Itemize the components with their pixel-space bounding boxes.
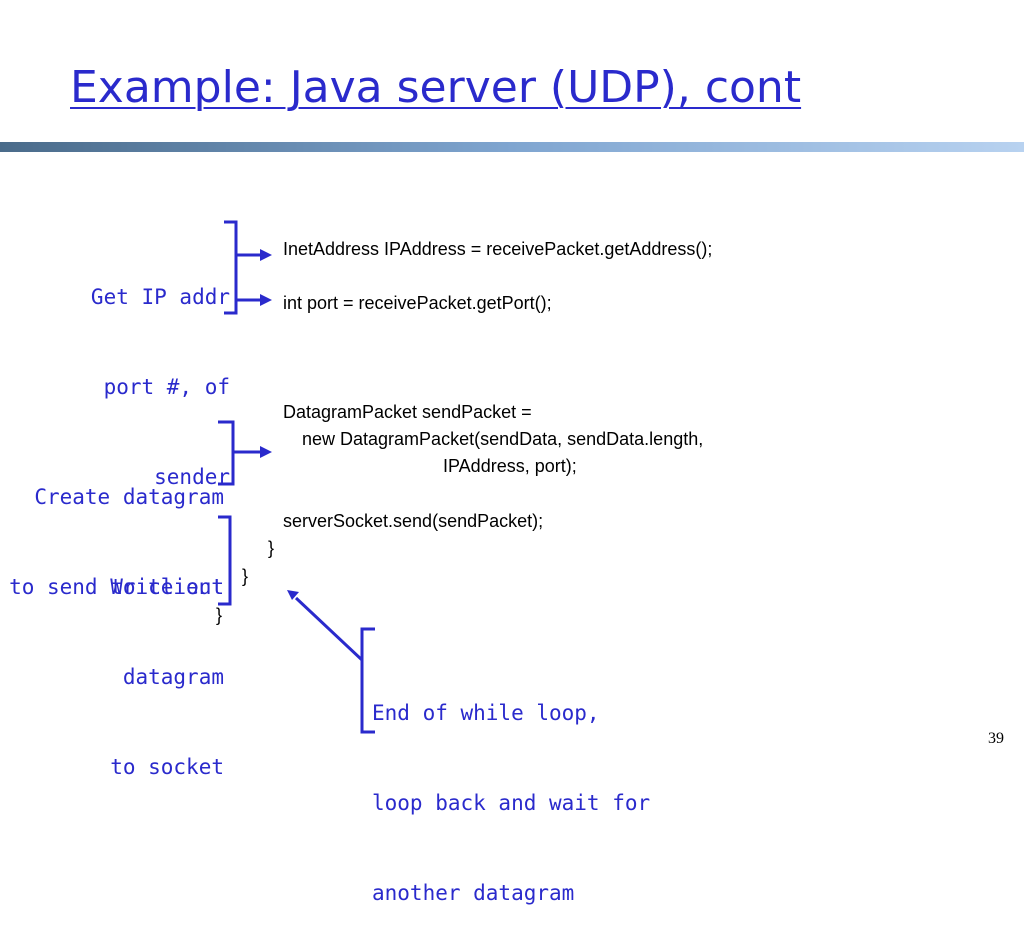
annotation-line: port #, of [103, 375, 230, 399]
arrow-end-loop-head [287, 590, 299, 600]
code-line-get-address: InetAddress IPAddress = receivePacket.ge… [283, 239, 713, 259]
code-line-send-packet-decl: DatagramPacket sendPacket = [283, 402, 532, 422]
annotation-line: Write out [110, 575, 224, 599]
code-closing-brace: } [216, 605, 223, 625]
annotation-create-datagram: Create datagram to send to client [9, 422, 224, 632]
annotation-line: datagram [122, 665, 224, 689]
arrow-end-loop-shaft [294, 596, 364, 662]
page-number: 39 [988, 730, 1004, 747]
annotation-line: to socket [110, 755, 224, 779]
annotation-line: to send to client [9, 575, 224, 599]
annotation-end-loop: End of while loop, loop back and wait fo… [372, 638, 650, 938]
code-line-new-datagram: new DatagramPacket(sendData, sendData.le… [302, 429, 704, 449]
annotation-write-out: Write out datagram to socket [110, 512, 224, 812]
annotation-line: Get IP addr [90, 285, 230, 309]
annotation-graphics [218, 220, 375, 734]
annotation-line: loop back and wait for [372, 791, 651, 815]
annotation-line: another datagram [372, 881, 575, 905]
code-line-socket-send: serverSocket.send(sendPacket); [283, 511, 544, 531]
end-loop-bracket [360, 627, 375, 734]
arrow-port-head [260, 294, 272, 306]
code-line-datagram-args: IPAddress, port); [443, 456, 577, 476]
annotation-line: End of while loop, [372, 701, 600, 725]
get-ip-bracket [224, 220, 238, 315]
code-closing-brace: } [268, 538, 275, 558]
arrow-create-head [260, 446, 272, 458]
annotation-line: Create datagram [34, 485, 224, 509]
code-closing-brace: } [242, 566, 249, 586]
code-line-get-port: int port = receivePacket.getPort(); [283, 293, 552, 313]
annotation-line: sender [154, 465, 230, 489]
arrow-ip-head [260, 249, 272, 261]
title-divider-bar [0, 142, 1024, 152]
write-out-bracket [218, 515, 232, 606]
slide-title: Example: Java server (UDP), cont [70, 62, 802, 113]
annotation-get-ip: Get IP addr port #, of sender [91, 222, 230, 522]
